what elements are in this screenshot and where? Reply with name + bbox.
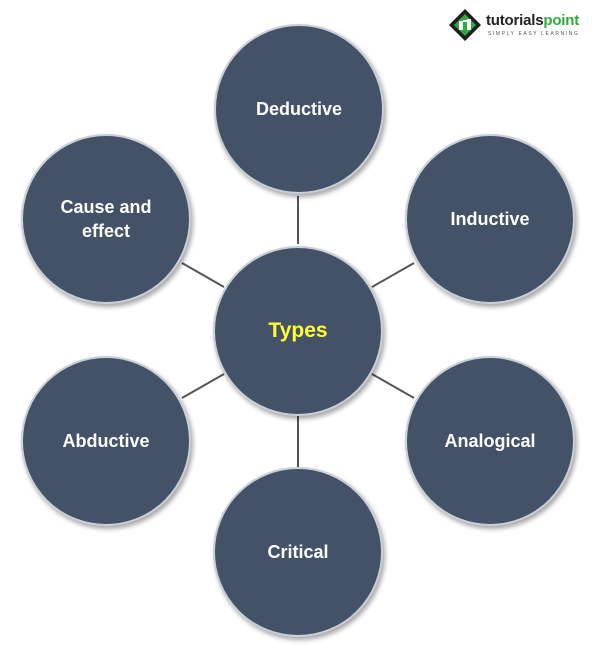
node-deductive: Deductive bbox=[214, 24, 384, 194]
node-analogical-label: Analogical bbox=[444, 431, 536, 451]
logo-mark-icon bbox=[449, 9, 481, 41]
node-critical-label: Critical bbox=[267, 542, 329, 562]
node-inductive-label: Inductive bbox=[450, 209, 530, 229]
node-deductive-label: Deductive bbox=[255, 99, 343, 119]
node-abductive: Abductive bbox=[21, 356, 191, 526]
connector-analogical bbox=[371, 373, 415, 399]
center-node-label: Types bbox=[268, 319, 328, 342]
connector-inductive bbox=[371, 262, 415, 288]
logo-brand-right: point bbox=[543, 12, 580, 29]
logo-wordmark: tutorialspoint bbox=[486, 13, 579, 29]
logo-brand-left: tutorials bbox=[486, 12, 544, 29]
node-cause-and-effect: Cause and effect bbox=[21, 134, 191, 304]
node-inductive: Inductive bbox=[405, 134, 575, 304]
connector-abductive bbox=[181, 373, 225, 399]
center-node-types: Types bbox=[213, 246, 383, 416]
node-cause-and-effect-label: Cause and effect bbox=[60, 197, 152, 241]
logo-tagline: SIMPLY EASY LEARNING bbox=[488, 31, 580, 37]
node-analogical: Analogical bbox=[405, 356, 575, 526]
node-abductive-label: Abductive bbox=[62, 431, 150, 451]
tutorialspoint-logo: tutorialspoint SIMPLY EASY LEARNING bbox=[448, 8, 596, 42]
node-critical: Critical bbox=[213, 467, 383, 637]
connector-cause-and-effect bbox=[181, 262, 225, 288]
